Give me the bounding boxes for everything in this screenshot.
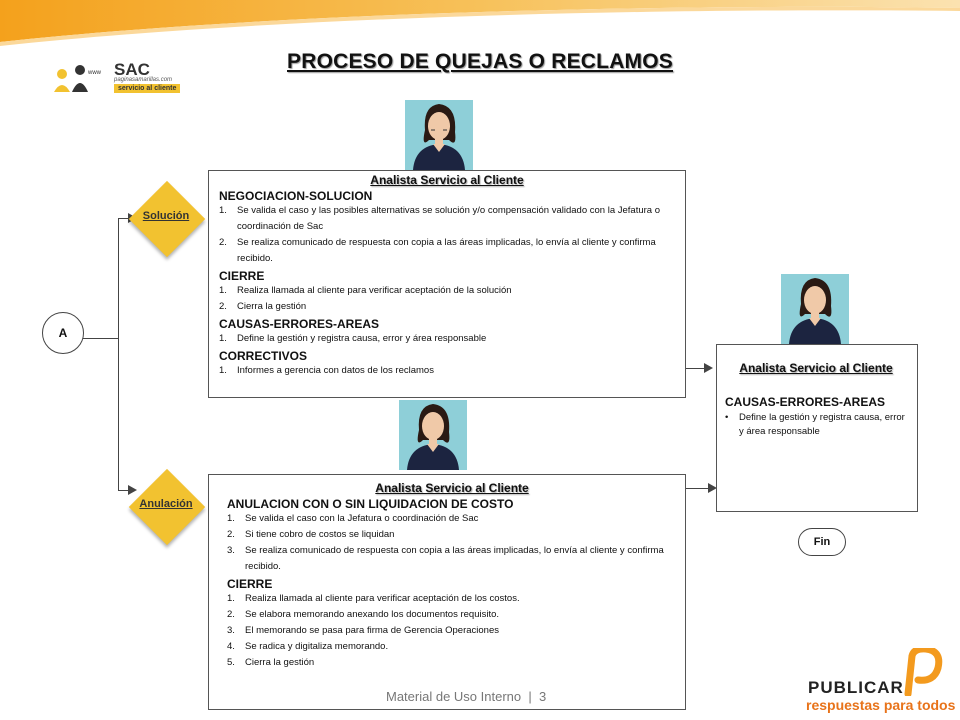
list-item: 5.Cierra la gestión (227, 657, 315, 668)
solution-section-close: CIERRE 1.Realiza llamada al cliente para… (219, 269, 675, 315)
end-node-label: Fin (813, 536, 831, 548)
connector-solution-to-causes (686, 368, 706, 369)
sac-people-icon: www (54, 65, 102, 92)
page-title: PROCESO DE QUEJAS O RECLAMOS (287, 50, 673, 73)
list-item: 4.Se radica y digitaliza memorando. (227, 641, 389, 652)
section-heading: CAUSAS-ERRORES-AREAS (219, 317, 380, 331)
list-item: •Define la gestión y registra causa, err… (725, 412, 905, 437)
cancel-section-annul: ANULACION CON O SIN LIQUIDACION DE COSTO… (227, 497, 677, 575)
section-heading: NEGOCIACION-SOLUCION (219, 189, 373, 203)
connector-to-cancel (118, 490, 134, 491)
solution-section-corrective: CORRECTIVOS 1.Informes a gerencia con da… (219, 349, 675, 379)
cancel-box-title: Analista Servicio al Cliente (375, 481, 529, 495)
start-node: A (42, 312, 84, 354)
sac-logo: www SAC paginasamarillas.com servicio al… (52, 60, 192, 98)
list-item: 2.Si tiene cobro de costos se liquidan (227, 529, 395, 540)
publicar-tagline: respuestas para todos (806, 697, 956, 713)
section-heading: ANULACION CON O SIN LIQUIDACION DE COSTO (227, 497, 514, 511)
decision-solution-label: Solución (142, 210, 190, 222)
decision-cancel-label: Anulación (139, 498, 193, 510)
cancel-section-close: CIERRE 1.Realiza llamada al cliente para… (227, 577, 677, 671)
list-item: 2.Se elabora memorando anexando los docu… (227, 609, 500, 620)
cancel-process-box: Analista Servicio al Cliente ANULACION C… (208, 474, 686, 710)
analyst-avatar-causes (781, 274, 849, 344)
sac-logo-main: SAC (114, 60, 150, 79)
list-item: 3.Se realiza comunicado de respuesta con… (227, 545, 664, 572)
section-heading: CORRECTIVOS (219, 349, 308, 363)
causes-box-title: Analista Servicio al Cliente (739, 361, 893, 375)
svg-text:www: www (87, 70, 102, 76)
solution-process-box: Analista Servicio al Cliente NEGOCIACION… (208, 170, 686, 398)
start-node-label: A (58, 326, 68, 340)
solution-box-title: Analista Servicio al Cliente (370, 173, 524, 187)
analyst-avatar-solution (405, 100, 473, 170)
connector-cancel-to-causes (686, 488, 710, 489)
list-item: 1.Realiza llamada al cliente para verifi… (227, 593, 520, 604)
decision-solution: Solución (126, 178, 206, 258)
list-item: 3.El memorando se pasa para firma de Ger… (227, 625, 499, 636)
sac-logo-domain: paginasamarillas.com (114, 77, 173, 83)
publicar-logo: PUBLICAR respuestas para todos (800, 648, 956, 714)
header-swoosh (0, 0, 960, 46)
list-item: 1.Se valida el caso con la Jefatura o co… (227, 513, 479, 524)
connector-vertical (118, 218, 119, 490)
analyst-person-icon (407, 404, 459, 470)
causes-process-box: Analista Servicio al Cliente CAUSAS-ERRO… (716, 344, 918, 512)
sac-logo-sub: servicio al cliente (114, 84, 181, 93)
publicar-p-icon (904, 648, 943, 696)
arrow-causes-top-icon (704, 363, 713, 373)
footer-text: Material de Uso Interno | 3 (386, 689, 547, 704)
list-item: 1.Define la gestión y registra causa, er… (219, 333, 487, 344)
list-item: 1.Se valida el caso y las posibles alter… (219, 205, 660, 232)
connector-a-right (82, 338, 118, 339)
arrow-cancel-icon (128, 485, 137, 495)
decision-cancel: Anulación (126, 466, 206, 546)
analyst-person-icon (413, 104, 465, 170)
solution-section-negotiation: NEGOCIACION-SOLUCION 1.Se valida el caso… (219, 189, 675, 267)
publicar-name: PUBLICAR (808, 678, 904, 697)
section-heading: CAUSAS-ERRORES-AREAS (725, 395, 886, 409)
end-node: Fin (798, 528, 846, 556)
solution-section-causes: CAUSAS-ERRORES-AREAS 1.Define la gestión… (219, 317, 675, 347)
list-item: 2.Se realiza comunicado de respuesta con… (219, 237, 656, 264)
list-item: 1.Informes a gerencia con datos de los r… (219, 365, 434, 376)
section-heading: CIERRE (227, 577, 273, 591)
analyst-avatar-cancel (399, 400, 467, 470)
connector-to-solution (118, 218, 134, 219)
arrow-causes-bottom-icon (708, 483, 717, 493)
section-heading: CIERRE (219, 269, 265, 283)
list-item: 1.Realiza llamada al cliente para verifi… (219, 285, 512, 296)
analyst-person-icon (789, 278, 841, 344)
list-item: 2.Cierra la gestión (219, 301, 307, 312)
